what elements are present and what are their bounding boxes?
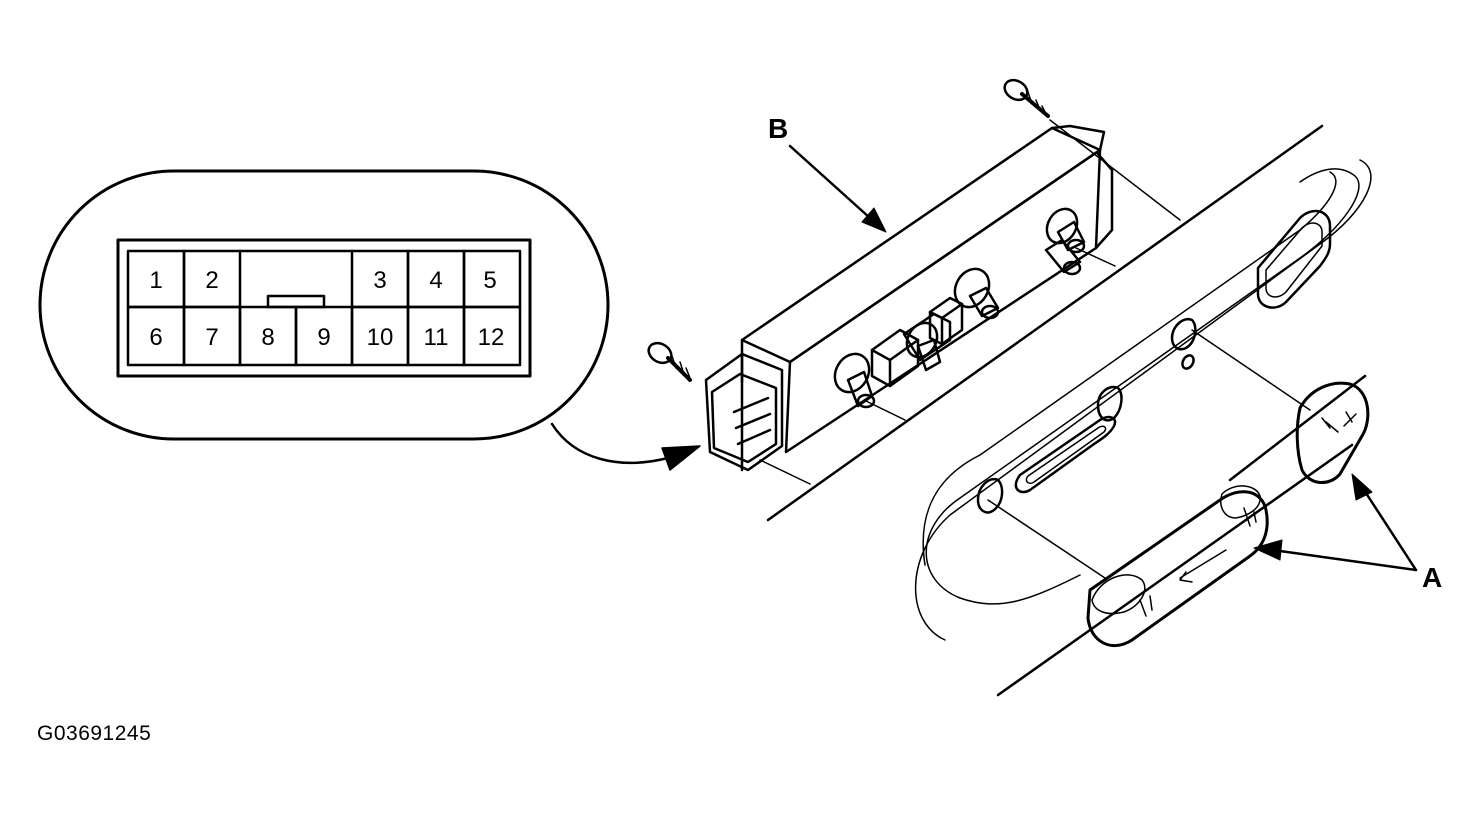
screw-hole (1181, 354, 1195, 370)
panel-bottom-edge (996, 443, 1354, 697)
rocker-1 (870, 328, 920, 388)
stem-5-tip (1062, 260, 1082, 276)
switch-front-face (784, 148, 1102, 454)
stem-2 (916, 338, 942, 372)
panel-top-edge (766, 124, 1324, 522)
opening-square-inner (1265, 222, 1323, 298)
callout-label-a: A (1422, 562, 1442, 593)
alignment-lines (759, 119, 1311, 579)
stem-3-tip (980, 304, 1000, 320)
figure-code: G03691245 (37, 722, 152, 745)
pin-label-1: 1 (149, 267, 162, 294)
stem-3-base (953, 267, 991, 309)
opening-oval (1014, 415, 1117, 494)
switch-assembly (704, 124, 1114, 472)
switch-connector-opening (710, 372, 778, 464)
bezel-inner (914, 159, 1372, 641)
locking-tab (266, 294, 326, 309)
trim-panel (766, 124, 1372, 697)
pin-label-2: 2 (205, 267, 218, 294)
pin-label-3: 3 (373, 267, 386, 294)
pin-label-7: 7 (205, 324, 218, 351)
knob-single (1295, 381, 1370, 484)
screw-left (647, 341, 692, 382)
connector-body (116, 238, 532, 378)
opening-hole-top (1170, 317, 1197, 351)
callout-label-b: B (768, 113, 788, 144)
pin-label-10: 10 (367, 324, 394, 351)
stem-3 (968, 286, 1000, 318)
stem-4-base (1045, 207, 1079, 245)
opening-oval-inner (1025, 425, 1107, 485)
opening-small (1096, 385, 1123, 422)
pin-label-4: 4 (429, 267, 442, 294)
inset-capsule (38, 169, 610, 441)
switch-connector-slot (732, 396, 772, 446)
switch-top-face (740, 126, 1102, 364)
bezel-inner-2 (922, 171, 1337, 566)
switch-connector-end (704, 352, 784, 472)
rocker-3-top (928, 302, 964, 320)
stem-1-tip (856, 393, 876, 409)
pin-label-12: 12 (478, 324, 505, 351)
pin-label-6: 6 (149, 324, 162, 351)
pin-label-9: 9 (317, 324, 330, 351)
opening-hole-bottom (976, 477, 1004, 514)
callout-a-leaders (1253, 473, 1418, 572)
switch-tab-top (1050, 124, 1106, 152)
stem-5 (1044, 238, 1082, 274)
connector-inset: 1 2 3 4 5 6 7 8 9 10 11 12 (38, 169, 610, 441)
callout-b-leader (788, 144, 887, 233)
rocker-3 (928, 296, 964, 346)
knob-long (1086, 485, 1269, 647)
pin-cell-12 (462, 305, 522, 367)
pin-label-11: 11 (424, 324, 449, 351)
pin-label-5: 5 (483, 267, 496, 294)
opening-square (1256, 209, 1332, 309)
screw-top (1003, 78, 1050, 118)
inset-pointer-arrow (550, 422, 701, 471)
rocker-1-top (870, 338, 920, 362)
pin-label-8: 8 (261, 324, 274, 351)
